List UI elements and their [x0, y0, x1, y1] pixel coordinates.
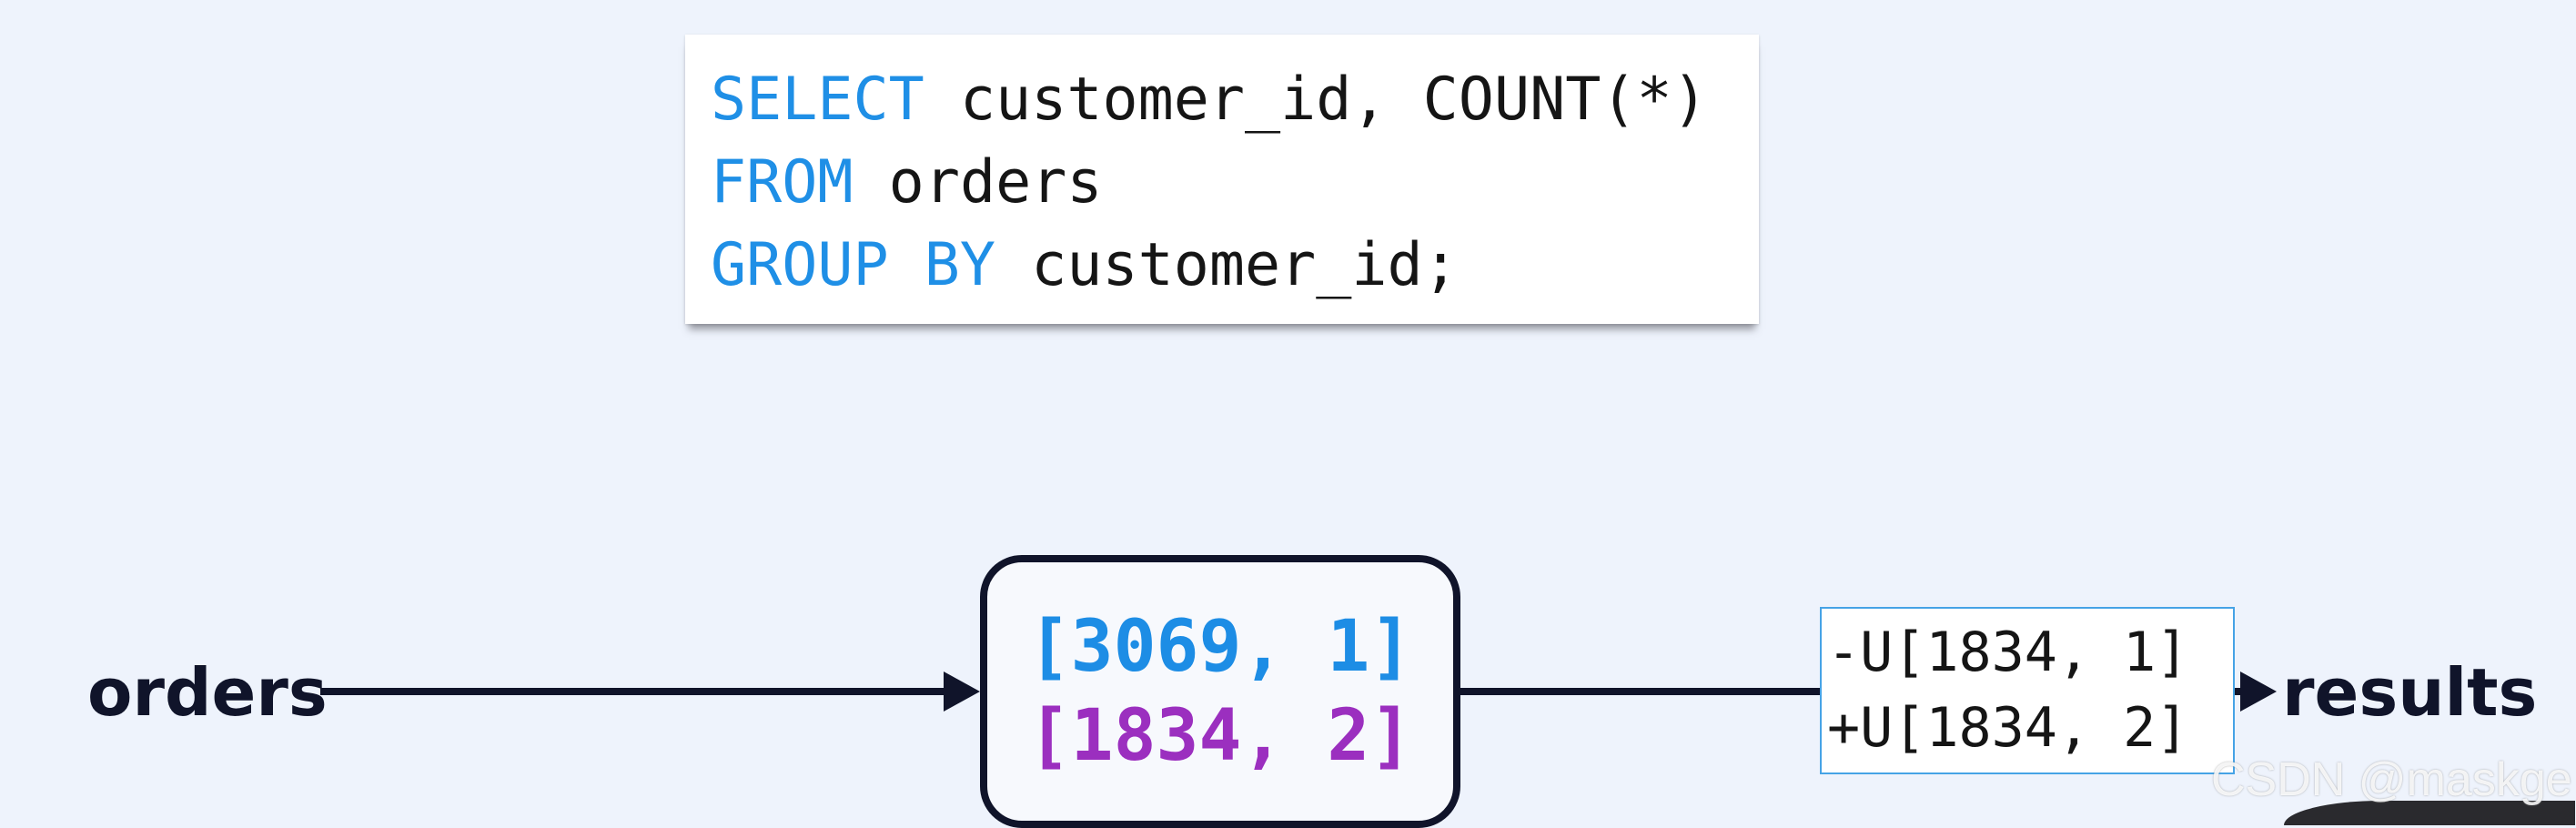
presenter-video-overlay [2284, 801, 2575, 825]
changelog-row: +U[1834, 2] [1827, 696, 2189, 760]
sql-query-card: SELECT customer_id, COUNT(*) FROM orders… [685, 35, 1759, 324]
sql-line-group-by: GROUP BY customer_id; [711, 224, 1759, 307]
sql-keyword: SELECT [711, 66, 924, 134]
changelog-output-box: -U[1834, 1] +U[1834, 2] [1820, 607, 2235, 774]
state-row: [3069, 1] [1027, 606, 1413, 688]
sql-keyword: GROUP BY [711, 231, 996, 299]
changelog-to-results-arrowhead [2240, 671, 2277, 712]
sink-label-results: results [2282, 654, 2538, 731]
source-to-operator-line [320, 688, 950, 695]
operator-to-changelog-line [1460, 688, 1821, 695]
source-to-operator-arrowhead [944, 671, 980, 712]
sql-keyword: FROM [711, 148, 854, 217]
sql-line-from: FROM orders [711, 141, 1759, 224]
aggregation-operator-box: [3069, 1] [1834, 2] [980, 555, 1460, 828]
source-label-orders: orders [87, 654, 328, 731]
sql-text: customer_id; [995, 231, 1459, 299]
watermark-text: CSDN @maskge [2211, 753, 2572, 806]
sql-text: orders [853, 148, 1103, 217]
state-row: [1834, 2] [1027, 695, 1413, 777]
changelog-row: -U[1834, 1] [1827, 621, 2189, 684]
sql-line-select: SELECT customer_id, COUNT(*) [711, 58, 1759, 141]
sql-text: customer_id, COUNT(*) [924, 66, 1708, 134]
